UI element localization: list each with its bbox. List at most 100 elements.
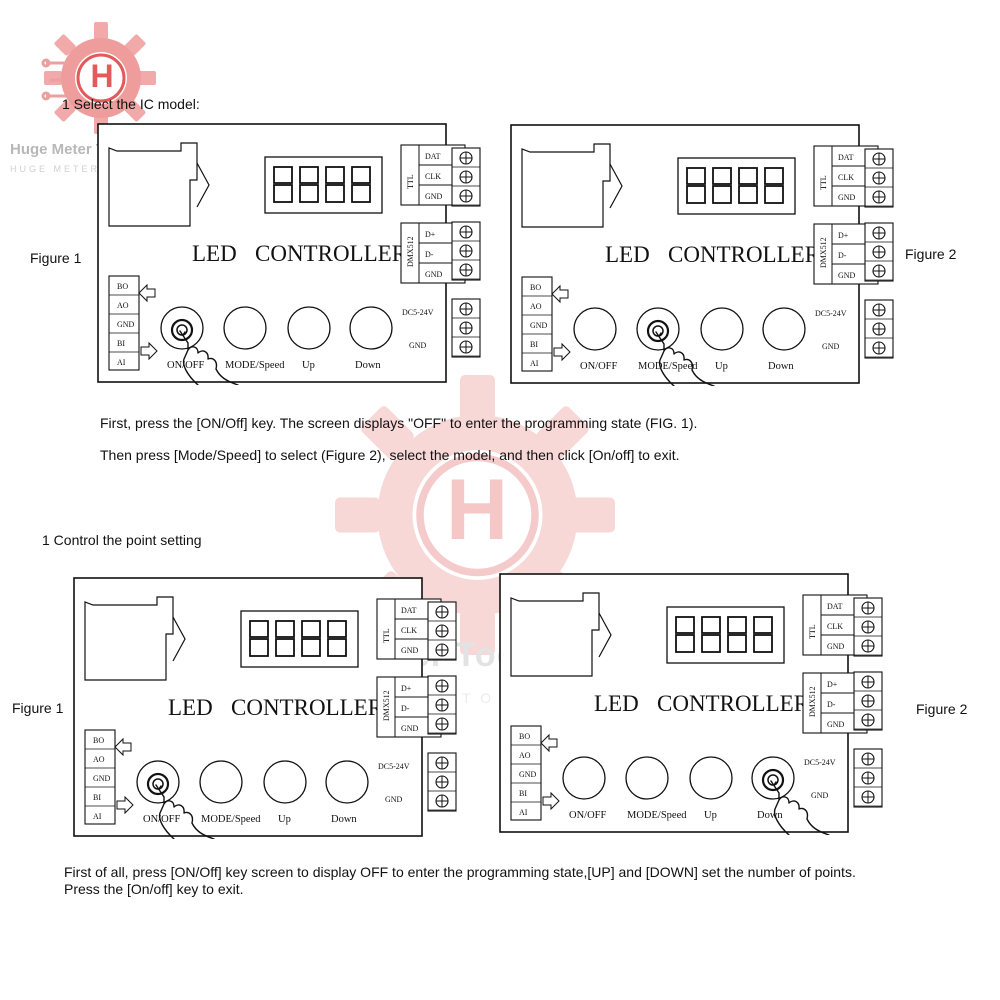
sd-card-slot-icon bbox=[510, 592, 600, 677]
section-2-instruction: First of all, press [ON/Off] key screen … bbox=[64, 864, 856, 897]
signal-pin-label: BO bbox=[117, 282, 128, 291]
power-gnd-label: GND bbox=[385, 795, 403, 804]
ttl-pin-label: GND bbox=[827, 642, 845, 651]
controller-button-label: ON/OFF bbox=[143, 814, 181, 825]
input-arrow-icon bbox=[116, 795, 134, 815]
title-controller: CONTROLLER bbox=[668, 242, 821, 267]
controller-button-label: Up bbox=[278, 814, 291, 825]
title-led: LED bbox=[168, 695, 213, 720]
screw-terminal-icon bbox=[435, 679, 449, 693]
ttl-terminal-block bbox=[427, 601, 457, 661]
sd-insert-arrow-icon bbox=[196, 162, 210, 208]
power-terminal-block bbox=[451, 298, 481, 358]
power-terminal-block bbox=[864, 299, 894, 359]
signal-pin-label: BI bbox=[117, 339, 125, 348]
power-gnd-label: GND bbox=[811, 791, 829, 800]
controller-button-label: MODE/Speed bbox=[638, 361, 698, 372]
section-1-heading: 1 Select the IC model: bbox=[62, 96, 200, 112]
ttl-terminal-block bbox=[853, 597, 883, 657]
seven-segment-display bbox=[240, 610, 359, 668]
ttl-terminal-block bbox=[451, 147, 481, 207]
controller-button: ON/OFF bbox=[160, 306, 205, 371]
title-controller: CONTROLLER bbox=[255, 241, 408, 266]
controller-button: MODE/Speed bbox=[636, 307, 698, 372]
controller-button: Down bbox=[751, 756, 795, 821]
ttl-label: TTL bbox=[808, 624, 817, 639]
screw-terminal-icon bbox=[872, 226, 886, 240]
title-led: LED bbox=[192, 241, 237, 266]
ttl-pin-label: CLK bbox=[827, 622, 843, 631]
dmx-label: DMX512 bbox=[808, 686, 817, 717]
gear-watermark-icon bbox=[335, 375, 615, 655]
display-digit bbox=[753, 616, 773, 653]
screw-terminal-icon bbox=[435, 605, 449, 619]
input-arrow-icon bbox=[542, 791, 560, 811]
controller-button: MODE/Speed bbox=[199, 760, 261, 825]
ttl-label: TTL bbox=[382, 628, 391, 643]
ttl-pin-label: DAT bbox=[425, 152, 441, 161]
signal-pin-label: BI bbox=[93, 793, 101, 802]
dmx-pin-label: D+ bbox=[838, 231, 849, 240]
sd-card-slot-icon bbox=[108, 142, 198, 227]
controller-button-label: Up bbox=[715, 361, 728, 372]
screw-terminal-icon bbox=[872, 264, 886, 278]
seven-segment-display bbox=[264, 156, 383, 214]
power-label: DC5-24V bbox=[402, 308, 434, 317]
controller-button-label: ON/OFF bbox=[569, 810, 607, 821]
ttl-pin-label: DAT bbox=[827, 602, 843, 611]
screw-terminal-icon bbox=[872, 322, 886, 336]
dmx-pin-label: GND bbox=[827, 720, 845, 729]
controller-button: MODE/Speed bbox=[625, 756, 687, 821]
sd-card-slot-icon bbox=[521, 143, 611, 228]
ttl-pin-label: GND bbox=[838, 193, 856, 202]
section-2-heading: 1 Control the point setting bbox=[42, 532, 202, 548]
controller-button: Down bbox=[349, 306, 393, 371]
title-led: LED bbox=[605, 242, 650, 267]
controller-button: Up bbox=[287, 306, 331, 371]
seven-segment-display bbox=[666, 606, 785, 664]
screw-terminal-icon bbox=[872, 341, 886, 355]
controller-button: Up bbox=[263, 760, 307, 825]
sd-insert-arrow-icon bbox=[609, 163, 623, 209]
screw-terminal-icon bbox=[459, 321, 473, 335]
power-gnd-label: GND bbox=[409, 341, 427, 350]
dmx-pin-label: D+ bbox=[401, 684, 412, 693]
power-terminal-block bbox=[427, 752, 457, 812]
screw-terminal-icon bbox=[435, 624, 449, 638]
power-terminal-block bbox=[853, 748, 883, 808]
dmx-label: DMX512 bbox=[406, 236, 415, 267]
signal-pin-label: AI bbox=[519, 808, 528, 817]
ttl-pin-label: GND bbox=[401, 646, 419, 655]
sd-insert-arrow-icon bbox=[598, 612, 612, 658]
display-digit bbox=[764, 167, 784, 204]
controller-button-label: Down bbox=[331, 814, 357, 825]
display-digit bbox=[712, 167, 732, 204]
signal-pin-label: AI bbox=[530, 359, 539, 368]
signal-pin-label: BO bbox=[530, 283, 541, 292]
controller-button-label: Up bbox=[302, 360, 315, 371]
dmx-pin-label: GND bbox=[838, 271, 856, 280]
pointing-hand-icon bbox=[155, 784, 215, 839]
power-label: DC5-24V bbox=[815, 309, 847, 318]
display-digit bbox=[675, 616, 695, 653]
dmx-terminal-block bbox=[451, 221, 481, 281]
screw-terminal-icon bbox=[459, 189, 473, 203]
section-2-figure-1-label: Figure 1 bbox=[12, 700, 64, 716]
screw-terminal-icon bbox=[435, 756, 449, 770]
input-arrow-icon bbox=[553, 342, 571, 362]
controller-button: Down bbox=[325, 760, 369, 825]
ttl-pin-label: CLK bbox=[425, 172, 441, 181]
pointing-hand-icon bbox=[655, 331, 715, 386]
input-arrow-icon bbox=[140, 341, 158, 361]
controller-button: ON/OFF bbox=[573, 307, 618, 372]
controller-button: ON/OFF bbox=[562, 756, 607, 821]
store-logo: H bbox=[40, 18, 160, 138]
pointing-hand-icon bbox=[179, 330, 239, 385]
dmx-terminal-block bbox=[864, 222, 894, 282]
controller-button-label: MODE/Speed bbox=[201, 814, 261, 825]
